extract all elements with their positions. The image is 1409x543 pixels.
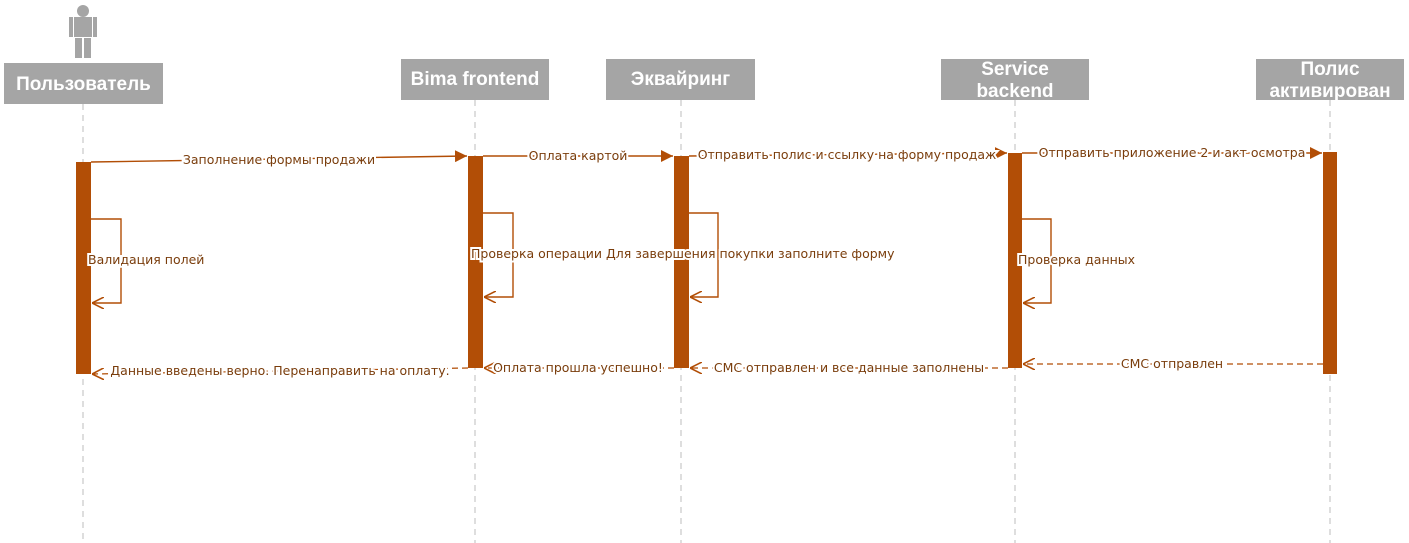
message-label: Оплата прошла успешно! [493, 360, 663, 375]
activations [76, 152, 1337, 374]
activation-policy [1323, 152, 1337, 374]
actor-frontend: Bima frontend [401, 59, 549, 100]
message-label: СМС отправлен [1121, 356, 1223, 371]
actor-header-box [941, 59, 1089, 100]
message-complete-purchase: Для завершения покупки заполните форму [604, 212, 897, 297]
message-label: Данные введены верно. Перенаправить на о… [110, 363, 449, 378]
actor-user: Пользователь [4, 63, 163, 104]
message-field-validation: Валидация полей [86, 218, 206, 303]
actor-policy: Полис активирован [1256, 59, 1404, 102]
activation-backend [1008, 153, 1022, 368]
message-operation-check: Проверка операции [469, 212, 604, 297]
actor-title: Эквайринг [631, 69, 730, 90]
self-loop-arrow [483, 212, 514, 297]
message-label: Проверка данных [1018, 252, 1135, 267]
actor-header-box [606, 59, 755, 100]
message-label: Для завершения покупки заполните форму [606, 246, 895, 261]
activation-frontend [468, 156, 483, 368]
message-label: Отправить полис и ссылку на форму продаж [698, 147, 997, 162]
message-card-payment: Оплата картой [483, 146, 673, 165]
activation-user [76, 162, 91, 374]
activation-acquiring [674, 156, 689, 368]
message-label: Заполнение формы продажи [183, 152, 375, 167]
message-label: Оплата картой [529, 148, 628, 163]
person-icon [69, 5, 97, 58]
actor-acquiring: Эквайринг [606, 59, 755, 100]
self-loop-arrow [91, 218, 122, 303]
message-send-appendix: Отправить приложение 2 и акт осмотра [1022, 143, 1322, 162]
actor-title-line-2: backend [976, 81, 1053, 102]
message-data-correct: Данные введены верно. Перенаправить на о… [92, 361, 469, 380]
message-arrow [688, 147, 1008, 160]
message-label: СМС отправлен и все данные заполнены [714, 360, 984, 375]
actor-title-line-1: Service [981, 59, 1049, 80]
message-arrow [90, 150, 468, 163]
actor-title-line-2: активирован [1269, 81, 1390, 102]
actor-backend: Service backend [941, 59, 1089, 102]
actor-title: Bima frontend [411, 69, 540, 90]
message-send-policy-link: Отправить полис и ссылку на форму продаж [688, 145, 1008, 164]
message-label: Валидация полей [88, 252, 204, 267]
message-label: Отправить приложение 2 и акт осмотра [1039, 145, 1306, 160]
message-arrow [92, 367, 469, 374]
message-data-check: Проверка данных [1016, 218, 1137, 303]
self-loop-arrow [689, 212, 719, 297]
actor-header-box [1256, 59, 1404, 100]
actor-header-box [401, 59, 549, 100]
actor-title: Пользователь [16, 74, 151, 95]
message-payment-success: Оплата прошла успешно! [484, 358, 674, 377]
message-fill-sale-form: Заполнение формы продажи [90, 150, 468, 169]
self-loop-arrow [1022, 218, 1052, 303]
message-sms-sent: СМС отправлен [1023, 354, 1323, 373]
message-label: Проверка операции [471, 246, 602, 261]
actor-header-box [4, 63, 163, 104]
message-sms-and-data: СМС отправлен и все данные заполнены [690, 358, 1008, 377]
actor-title-line-1: Полис [1300, 59, 1360, 80]
